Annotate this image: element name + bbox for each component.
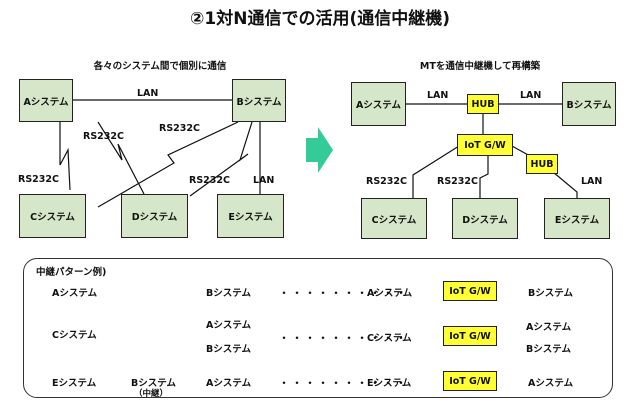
row3-relay-destination: Aシステム (528, 378, 574, 389)
right-lan-label-a: LAN (427, 90, 449, 101)
left-system-d: Dシステム (121, 194, 188, 238)
right-lan-label-b: LAN (520, 90, 542, 101)
left-system-a: Aシステム (19, 79, 73, 122)
row2-destination-1: Aシステム (206, 320, 252, 331)
row3-relay-source: Eシステム (367, 378, 412, 389)
panel-title: 中継パターン例) (36, 267, 107, 278)
row2-relay-source: Cシステム (367, 333, 412, 344)
row3-relay-mid-note: （中継） (134, 389, 169, 399)
transition-arrow (306, 127, 333, 173)
row3-destination: Aシステム (206, 378, 252, 389)
right-system-d: Dシステム (452, 198, 518, 239)
row1-relay-destination: Bシステム (528, 288, 573, 299)
left-rs232c-label-b2: RS232C (189, 175, 230, 186)
left-rs232c-label-b1: RS232C (159, 123, 200, 134)
right-system-b: Bシステム (562, 82, 616, 126)
left-system-e: Eシステム (217, 194, 284, 238)
row2-dots: ・・・・・・・・・・ (278, 331, 409, 345)
page-title: ②1対N通信での活用(通信中継機) (190, 9, 450, 29)
rs232c-line-b-c (97, 121, 239, 208)
iot-gateway: IoT G/W (457, 134, 513, 156)
row3-source: Eシステム (52, 378, 97, 389)
row2-relay-destination-2: Bシステム (526, 344, 571, 355)
right-rs232c-label-c: RS232C (366, 176, 407, 187)
left-lan-label-be: LAN (253, 175, 275, 186)
row3-dots: ・・・・・・・・・・ (278, 376, 409, 390)
rs232c-line-a-d (97, 121, 145, 195)
right-system-e: Eシステム (544, 198, 610, 239)
row2-gateway: IoT G/W (443, 326, 497, 346)
lan-line-hub2-e (552, 171, 578, 198)
left-rs232c-label-a: RS232C (83, 131, 124, 142)
row2-source: Cシステム (52, 330, 97, 341)
rs232c-line-b-d (189, 121, 253, 197)
rs232c-line-a-c (59, 122, 71, 191)
left-system-c: Cシステム (19, 194, 86, 238)
right-system-a: Aシステム (351, 82, 406, 126)
left-subtitle: 各々のシステム間で個別に通信 (93, 61, 227, 72)
row1-source: Aシステム (52, 288, 98, 299)
relay-pattern-panel (23, 258, 613, 398)
rs232c-line-gateway-d (479, 156, 489, 198)
rs232c-line-gateway-c (412, 145, 460, 198)
row3-relay-mid: Bシステム (131, 378, 176, 389)
right-subtitle: MTを通信中継機して再構築 (419, 61, 541, 72)
left-system-b: Bシステム (232, 79, 286, 122)
row1-gateway: IoT G/W (443, 281, 497, 301)
row2-destination-2: Bシステム (206, 344, 251, 355)
row1-relay-source: Aシステム (367, 288, 413, 299)
right-lan-label-e: LAN (581, 176, 603, 187)
row3-gateway: IoT G/W (443, 371, 497, 391)
left-lan-label-ab: LAN (137, 88, 159, 99)
row1-dots: ・・・・・・・・・・ (278, 286, 409, 300)
hub-2: HUB (526, 154, 558, 174)
right-system-c: Cシステム (361, 198, 427, 239)
hub-1: HUB (467, 94, 499, 114)
row2-relay-destination-1: Aシステム (526, 322, 572, 333)
right-rs232c-label-d: RS232C (437, 176, 478, 187)
left-rs232c-label-c: RS232C (18, 174, 59, 185)
row1-destination: Bシステム (206, 288, 251, 299)
